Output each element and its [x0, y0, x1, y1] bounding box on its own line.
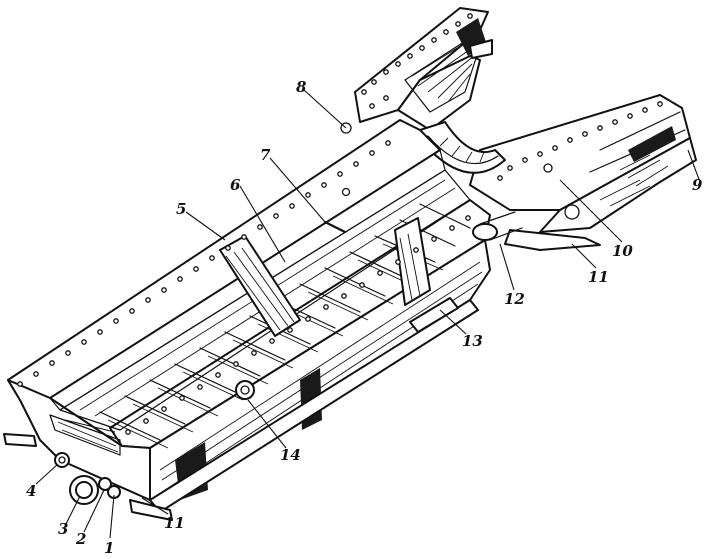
- callout-12: 12: [504, 290, 525, 308]
- callout-11-right: 11: [588, 268, 609, 286]
- callout-13: 13: [462, 332, 483, 350]
- callout-8: 8: [296, 78, 307, 96]
- callout-9: 9: [692, 176, 703, 194]
- callout-7: 7: [260, 146, 271, 164]
- callout-1: 1: [104, 539, 114, 557]
- bearing-saddle: [419, 121, 506, 174]
- callout-6: 6: [230, 176, 241, 194]
- callout-14: 14: [280, 446, 301, 464]
- callout-labels: 1 2 3 4 5 6 7 8 9 10 11 11 12 13 14: [26, 78, 703, 557]
- callout-10: 10: [612, 242, 633, 260]
- callout-4: 4: [26, 482, 36, 500]
- callout-5: 5: [176, 200, 186, 218]
- callout-2: 2: [75, 530, 86, 548]
- callout-3: 3: [58, 520, 68, 538]
- leader-lines: [35, 89, 701, 539]
- main-frame-body: [3, 119, 523, 521]
- right-rear-arm: [469, 94, 697, 251]
- callout-11-left: 11: [164, 514, 185, 532]
- rear-upper-frame: [354, 7, 493, 131]
